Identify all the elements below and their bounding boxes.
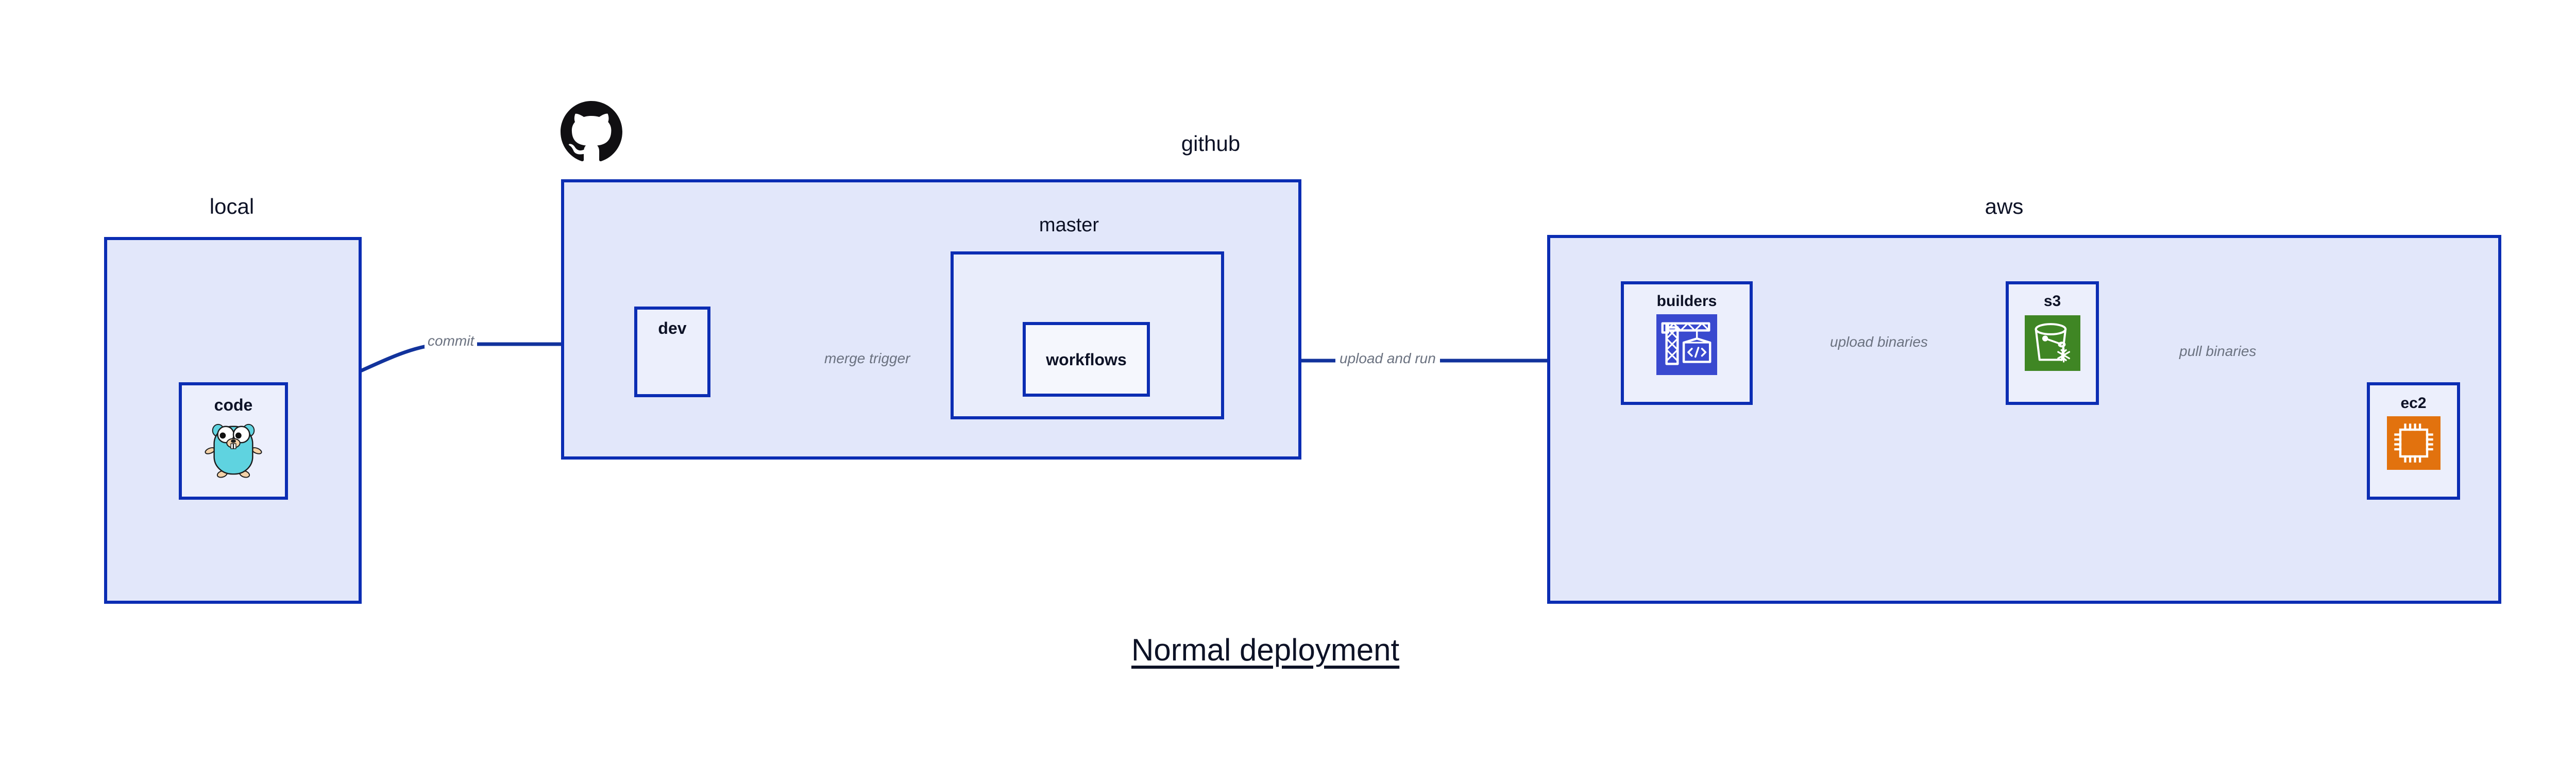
diagram-title: Normal deployment [1131, 633, 1400, 667]
node-ec2[interactable]: ec2 [2367, 382, 2460, 500]
edge-label-upload-binaries: upload binaries [1826, 335, 1932, 349]
cpu-chip-icon [2386, 416, 2441, 470]
s3-bucket-icon [2024, 315, 2080, 371]
node-label-s3: s3 [2043, 293, 2061, 310]
edge-label-commit: commit [425, 334, 478, 348]
crane-code-icon [1656, 314, 1717, 375]
edge-label-pull-binaries: pull binaries [2175, 344, 2261, 359]
node-label-workflows: workflows [1046, 350, 1127, 369]
node-label-code: code [214, 396, 253, 414]
node-dev[interactable]: dev [634, 307, 710, 397]
node-label-ec2: ec2 [2400, 395, 2427, 412]
node-code[interactable]: code [179, 382, 288, 500]
edge-label-upload-and-run: upload and run [1335, 351, 1440, 366]
node-s3[interactable]: s3 [2006, 281, 2099, 405]
github-octocat-logo [561, 101, 622, 162]
node-label-dev: dev [658, 319, 687, 337]
zone-label-github: github [1181, 131, 1241, 156]
node-builders[interactable]: builders [1621, 281, 1753, 405]
node-workflows[interactable]: workflows [1023, 322, 1150, 397]
edge-label-merge-trigger: merge trigger [820, 351, 914, 366]
go-gopher-icon [205, 423, 262, 478]
zone-label-aws: aws [1985, 194, 2024, 218]
zone-label-local: local [209, 194, 255, 218]
node-label-builders: builders [1656, 293, 1717, 310]
zone-local [104, 237, 362, 604]
zone-label-master: master [1039, 214, 1099, 236]
